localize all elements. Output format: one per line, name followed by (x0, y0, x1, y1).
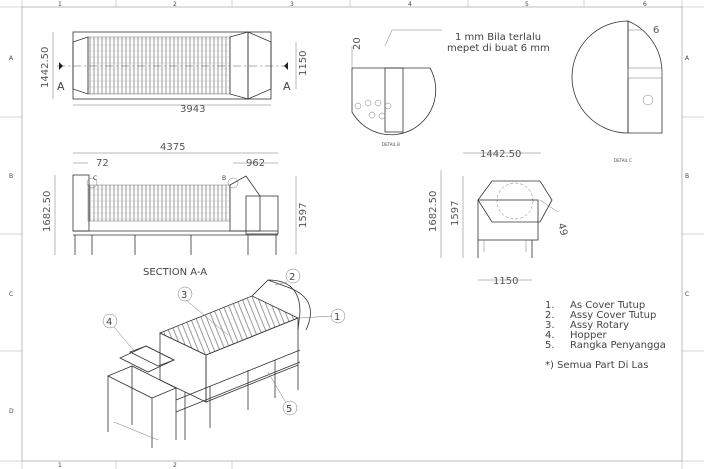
balloon-4: 4 (106, 317, 112, 328)
dim-side-height-outer: 1682.50 (428, 191, 439, 232)
dim-front-height-right: 1597 (298, 203, 309, 228)
side-view: 1442.50 1682.50 1597 1150 49 (428, 149, 569, 287)
part-num: 2. (545, 310, 555, 321)
part-num: 1. (545, 300, 555, 311)
col-label: 6 (643, 1, 647, 8)
balloon-1: 1 (334, 312, 340, 323)
detail-c-dim: 6 (653, 25, 659, 36)
dim-top-length: 3943 (180, 104, 205, 115)
dim-right-offset: 962 (246, 158, 265, 169)
col-label: 4 (408, 1, 412, 8)
part-num: 4. (545, 330, 555, 341)
detail-b-note-line2: mepet di buat 6 mm (447, 43, 550, 54)
detail-b-caption: DETAIL B (382, 142, 400, 147)
row-label: C (9, 291, 13, 298)
front-view: C B 4375 72 962 1682.50 1597 SECTION A-A (42, 142, 309, 278)
dim-side-width-top: 1442.50 (480, 149, 521, 160)
dim-front-height-left: 1682.50 (42, 191, 53, 232)
part-name: Assy Rotary (570, 320, 629, 331)
detail-b: 20 1 mm Bila terlalu mepet di buat 6 mm … (351, 29, 550, 147)
section-marker-left: A (57, 80, 65, 93)
col-label: 1 (58, 1, 62, 8)
col-label: 2 (173, 462, 177, 469)
dim-top-height: 1442.50 (40, 47, 51, 88)
balloon-3: 3 (181, 290, 187, 301)
col-label: 1 (58, 462, 62, 469)
dim-side-angle: 49 (555, 222, 569, 237)
dim-top-right-height: 1150 (298, 51, 309, 76)
dim-left-offset: 72 (96, 158, 109, 169)
dim-overall-length: 4375 (160, 142, 185, 153)
balloon-callouts: 1 2 3 4 5 (102, 268, 346, 416)
row-label: D (9, 408, 14, 415)
frame-column-labels: 1 2 3 4 5 6 1 2 (58, 1, 647, 469)
isometric-view (107, 279, 311, 448)
callout-b: B (222, 175, 226, 182)
col-label: 2 (173, 1, 177, 8)
row-label: B (9, 173, 13, 180)
parts-list: 1. As Cover Tutup 2. Assy Cover Tutup 3.… (545, 300, 666, 371)
parts-note: *) Semua Part Di Las (545, 360, 648, 371)
part-num: 3. (545, 320, 555, 331)
part-name: Rangka Penyangga (570, 340, 666, 351)
top-view: A A 1442.50 3943 1150 (40, 31, 309, 115)
row-label: A (9, 55, 14, 62)
section-caption: SECTION A-A (143, 267, 207, 278)
col-label: 3 (290, 1, 294, 8)
detail-c: 6 DETAIL C (571, 20, 663, 163)
row-label: A (685, 55, 690, 62)
part-name: Assy Cover Tutup (570, 310, 656, 321)
row-label: C (685, 291, 689, 298)
dim-side-width-bottom: 1150 (493, 276, 518, 287)
balloon-5: 5 (286, 404, 292, 415)
part-num: 5. (545, 340, 555, 351)
part-name: As Cover Tutup (570, 300, 645, 311)
balloon-2: 2 (289, 272, 295, 283)
col-label: 5 (525, 1, 529, 8)
callout-c: C (93, 175, 97, 182)
detail-b-dim: 20 (352, 37, 363, 50)
part-name: Hopper (570, 330, 607, 341)
frame-row-labels: A B C D A B C (9, 55, 690, 415)
section-marker-right: A (283, 80, 291, 93)
detail-b-note-line1: 1 mm Bila terlalu (455, 32, 541, 43)
detail-c-caption: DETAIL C (614, 158, 632, 163)
row-label: B (685, 173, 689, 180)
dim-side-height-inner: 1597 (450, 201, 461, 226)
